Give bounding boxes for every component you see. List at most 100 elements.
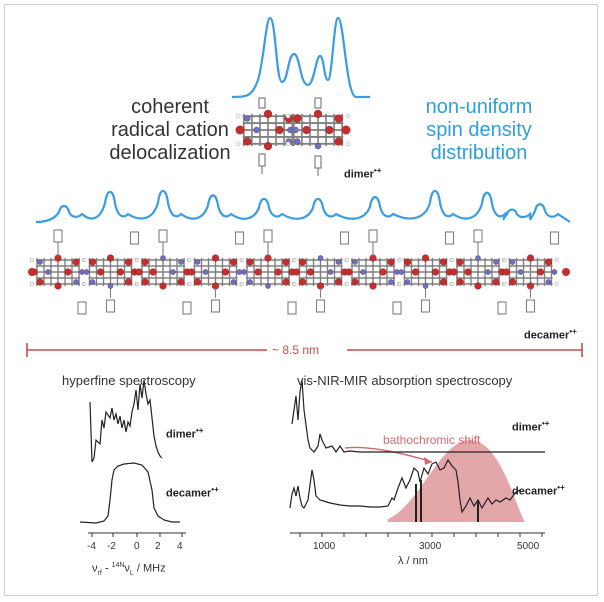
blue-atom (241, 269, 247, 275)
red-atom (325, 125, 334, 135)
red-atom (526, 254, 535, 262)
phenyl-group (473, 229, 483, 243)
red-atom (96, 268, 105, 276)
red-atom (135, 268, 143, 276)
hydrogen-atom (235, 113, 241, 119)
hydrogen-atom (285, 113, 291, 119)
hf-xlabel-rf: rf (97, 569, 102, 577)
red-atom (282, 278, 290, 286)
dimer-spin-density-curve (231, 16, 370, 99)
hydrogen-atom (235, 141, 241, 147)
hyperfine-dimer-label-text: dimer (166, 428, 196, 441)
red-atom (54, 282, 62, 290)
blue-atom (545, 279, 552, 285)
blue-atom (398, 269, 405, 275)
blue-atom (178, 259, 184, 265)
hyperfine-x-ticks (91, 533, 183, 537)
bathochromic-shift-label: bathochromic shift (383, 433, 481, 447)
blue-atom (160, 255, 166, 261)
hydrogen-atom (82, 258, 87, 263)
blue-atom (230, 279, 237, 285)
hydrogen-atom (450, 282, 455, 287)
red-atom (88, 258, 97, 266)
red-atom (439, 278, 448, 286)
phenyl-group (129, 231, 140, 245)
red-atom (263, 142, 273, 151)
blue-atom (194, 259, 201, 265)
hf-xlabel-minus: - (101, 562, 112, 575)
hyperfine-title: hyperfine spectroscopy (62, 373, 196, 388)
red-atom (211, 254, 220, 262)
red-atom (235, 125, 245, 135)
blue-atom (475, 255, 481, 261)
hydrogen-atom (30, 282, 35, 287)
red-atom (177, 278, 185, 286)
absorption-x-ticks (299, 533, 543, 537)
hyperfine-decamer-label: decamer•+ (166, 486, 219, 500)
absorption-dimer-trace (291, 379, 545, 454)
hyperfine-tick-label-2: -2 (107, 541, 116, 552)
blue-atom (422, 283, 429, 289)
hyperfine-x-label: νrf - 14NνL / MHz (92, 562, 166, 577)
red-atom (298, 278, 307, 286)
blue-atom (89, 279, 96, 285)
decamer-molecule (28, 229, 570, 315)
red-atom (298, 258, 307, 266)
hydrogen-atom (397, 258, 402, 263)
dimer-label-sup: •+ (373, 166, 382, 175)
red-atom (411, 268, 420, 276)
dimer-label-text: dimer (344, 168, 374, 181)
hydrogen-atom (134, 282, 139, 287)
red-atom (187, 268, 196, 276)
blue-atom (327, 269, 334, 275)
blue-atom (388, 279, 394, 285)
red-atom (351, 278, 359, 286)
red-atom (474, 282, 482, 290)
red-atom (221, 268, 230, 276)
hydrogen-atom (554, 282, 559, 287)
hydrogen-atom (450, 258, 455, 263)
hf-xlabel-nu: ν (92, 562, 98, 575)
red-atom (544, 258, 553, 266)
red-atom (292, 268, 301, 276)
absorption-panel (289, 379, 545, 537)
left-heading-line-2: radical cation (111, 119, 229, 141)
blue-atom (37, 259, 43, 265)
phenyl-group (263, 229, 273, 243)
absorption-decamer-label-sup: •+ (557, 483, 565, 492)
hyperfine-decamer-trace (79, 462, 180, 524)
hyperfine-tick-label-1: -4 (87, 541, 96, 552)
blue-atom (404, 279, 411, 285)
blue-atom (244, 115, 251, 122)
phenyl-group (210, 299, 221, 313)
phenyl-group (234, 231, 245, 245)
red-atom (124, 258, 133, 266)
absorption-dimer-label-sup: •+ (541, 419, 550, 428)
blue-atom (360, 269, 366, 275)
hf-xlabel-L: L (129, 569, 134, 577)
red-atom (124, 278, 133, 286)
hydrogen-atom (187, 282, 192, 287)
red-atom (387, 258, 395, 266)
right-heading-line-2: spin density (426, 119, 532, 141)
dimer-molecule (235, 97, 351, 176)
blue-atom (73, 279, 79, 285)
hf-xlabel-unit: / MHz (133, 562, 166, 575)
length-label: ~ 8.5 nm (272, 343, 320, 357)
blue-atom (509, 259, 516, 265)
red-atom (341, 125, 351, 135)
hf-xlabel-nu2: ν (124, 562, 130, 575)
hydrogen-atom (30, 258, 35, 263)
absorption-tick-label-1: 1000 (313, 541, 336, 552)
red-atom (282, 258, 290, 266)
absorption-decamer-label: decamer•+ (512, 484, 565, 498)
hydrogen-atom (502, 258, 507, 263)
decamer-label-text: decamer (524, 329, 570, 342)
red-atom (334, 278, 343, 286)
phenyl-group (392, 301, 402, 315)
red-atom (141, 258, 149, 266)
hydrogen-atom (82, 282, 87, 287)
phenyl-group (314, 97, 322, 109)
decamer-label: decamer•+ (524, 328, 577, 342)
